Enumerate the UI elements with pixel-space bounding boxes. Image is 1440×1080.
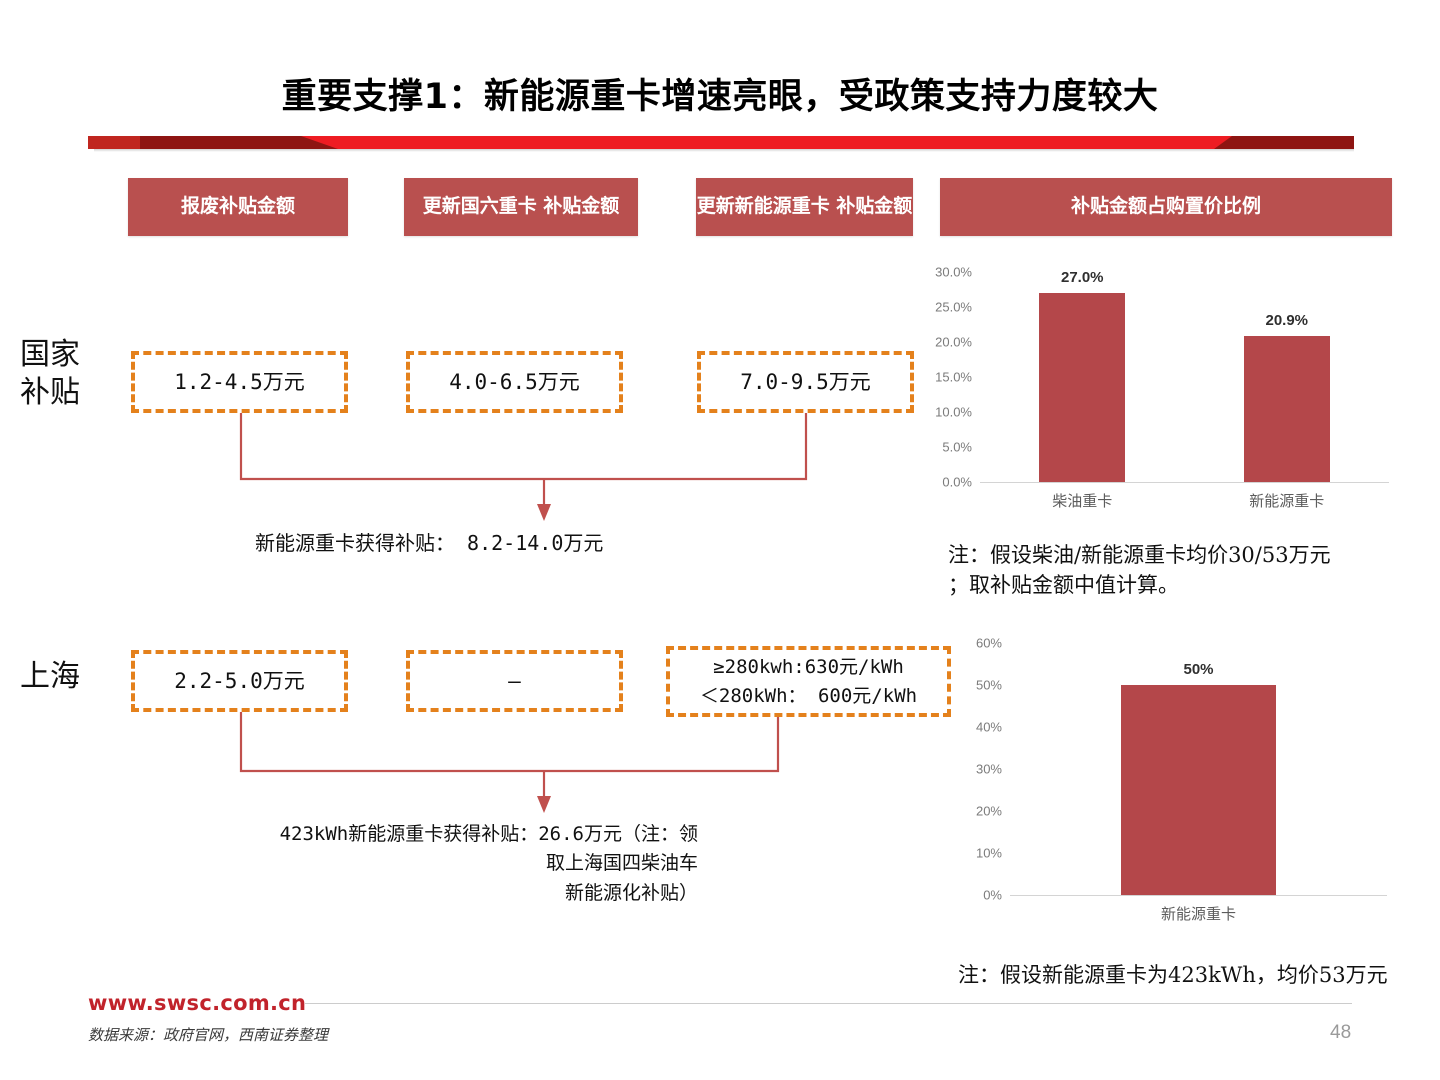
y-axis-tick-label: 25.0%: [935, 299, 972, 315]
value-box-shanghai-new-energy: ≥280kwh:630元/kWh ＜280kWh： 600元/kWh: [666, 646, 951, 717]
row-label-national: 国家 补贴: [20, 337, 80, 411]
y-axis-tick-label: 40%: [975, 719, 1002, 735]
column-header-guoliu-upgrade-subsidy: 更新国六重卡 补贴金额: [404, 178, 638, 236]
y-axis-tick-label: 15.0%: [935, 369, 972, 385]
x-axis-category-label: 新能源重卡: [1249, 492, 1325, 510]
bar-1: [1039, 293, 1126, 482]
bar-value-label: 20.9%: [1265, 311, 1309, 329]
y-axis-tick-label: 20%: [975, 803, 1002, 819]
y-axis-tick-label: 30%: [975, 761, 1002, 777]
chart1-plot-area: 0% 10% 20% 30% 40% 50% 60% 50% 新能源重卡: [960, 625, 1395, 947]
y-axis-tick-label: 0%: [983, 887, 1002, 903]
y-axis-tick-label: 0.0%: [942, 474, 972, 490]
bar-value-label: 50%: [1183, 661, 1214, 678]
arrowhead-national: [537, 504, 551, 521]
bar-1: [1121, 685, 1276, 895]
page-title: 重要支撑1：新能源重卡增速亮眼，受政策支持力度较大: [281, 77, 1159, 117]
arrowhead-shanghai: [537, 796, 551, 813]
divider-bar-right-segment: [1214, 136, 1354, 149]
divider-bar-middle: [88, 136, 1354, 149]
footer-website-url[interactable]: www.swsc.com.cn: [88, 991, 307, 1015]
row-label-shanghai: 上海: [20, 659, 80, 694]
bar-2: [1243, 335, 1330, 482]
column-header-scrap-subsidy: 报废补贴金额: [128, 178, 348, 236]
divider-bar-left-tip: [88, 136, 140, 149]
chart-note-shanghai: 注：假设新能源重卡为423kWh，均价53万元: [958, 963, 1388, 987]
divider-bar-left-segment: [88, 136, 338, 149]
y-axis-tick-label: 5.0%: [942, 439, 972, 455]
bar-value-label: 27.0%: [1060, 269, 1104, 286]
footer-divider-line: [305, 1003, 1352, 1004]
y-axis-tick-label: 30.0%: [935, 264, 972, 280]
value-box-national-guoliu: 4.0-6.5万元: [406, 351, 623, 413]
y-axis-tick-label: 60%: [975, 635, 1002, 651]
x-axis-line: [1010, 895, 1387, 896]
chart0-plot-area: 0.0% 5.0% 10.0% 15.0% 20.0% 25.0% 30.0% 27.0% 柴油…: [925, 262, 1395, 524]
value-box-shanghai-guoliu: –: [406, 650, 623, 712]
value-box-shanghai-scrap: 2.2-5.0万元: [131, 650, 348, 712]
value-box-national-new-energy: 7.0-9.5万元: [697, 351, 914, 413]
title-divider-bar: [88, 132, 1354, 152]
chart-note-national: 注：假设柴油/新能源重卡均价30/53万元 ；取补贴金额中值计算。: [948, 543, 1331, 598]
footer-data-source: 数据来源：政府官网，西南证券整理: [88, 1026, 329, 1044]
x-axis-category-label: 新能源重卡: [1160, 905, 1237, 923]
x-axis-category-label: 柴油重卡: [1052, 492, 1113, 510]
divider-bar-shadow: [94, 149, 1354, 152]
value-box-national-scrap: 1.2-4.5万元: [131, 351, 348, 413]
y-axis-tick-label: 10.0%: [935, 404, 972, 420]
chart-subsidy-ratio-national: 0.0% 5.0% 10.0% 15.0% 20.0% 25.0% 30.0% 27.0% 柴油…: [925, 262, 1395, 524]
column-header-subsidy-ratio: 补贴金额占购置价比例: [940, 178, 1392, 236]
y-axis-tick-label: 50%: [975, 677, 1002, 693]
summary-text-shanghai: 423kWh新能源重卡获得补贴：26.6万元（注：领 取上海国四柴油车 新能源化…: [279, 823, 698, 904]
summary-text-national: 新能源重卡获得补贴： 8.2-14.0万元: [255, 531, 604, 555]
y-axis-tick-label: 10%: [975, 845, 1002, 861]
y-axis-tick-label: 20.0%: [935, 334, 972, 350]
page-number: 48: [1330, 1022, 1352, 1043]
column-header-new-energy-upgrade-subsidy: 更新新能源重卡 补贴金额: [696, 178, 913, 236]
chart-subsidy-ratio-shanghai: 0% 10% 20% 30% 40% 50% 60% 50% 新能源重卡: [960, 625, 1395, 947]
x-axis-line: [980, 482, 1389, 483]
